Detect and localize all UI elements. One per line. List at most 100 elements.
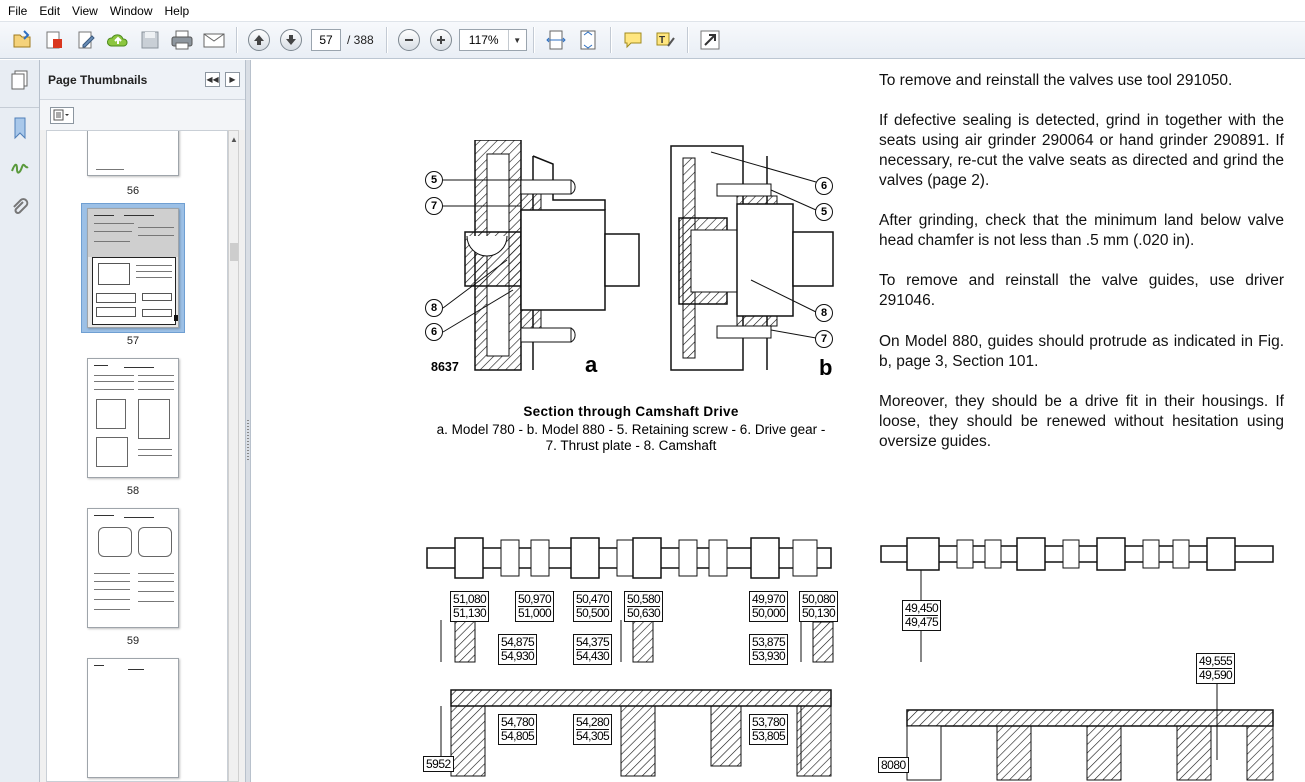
thumbnail-label: 59 — [126, 635, 140, 647]
paragraph: Moreover, they should be a drive fit in … — [879, 393, 1284, 450]
toolbar-separator — [385, 27, 387, 53]
expand-icon — [700, 30, 720, 50]
paragraph: After grinding, check that the minimum l… — [879, 212, 1284, 249]
menu-view[interactable]: View — [72, 3, 98, 18]
figure-caption: a. Model 780 - b. Model 880 - 5. Retaini… — [419, 422, 843, 454]
fit-width-icon — [545, 30, 566, 50]
signature-icon — [11, 163, 29, 174]
fit-page-button[interactable] — [573, 25, 603, 55]
figure-code: 8080 — [878, 757, 909, 773]
caption-line: a. Model 780 - b. Model 880 - 5. Retaini… — [436, 422, 826, 437]
fit-width-button[interactable] — [541, 25, 571, 55]
paragraph: To remove and reinstall the valves use t… — [879, 72, 1233, 89]
comment-button[interactable] — [618, 25, 648, 55]
save-button[interactable] — [135, 25, 165, 55]
thumbnails-panel: Page Thumbnails ◀◀ ▶ 56 — [40, 60, 245, 782]
fit-page-icon — [580, 30, 596, 50]
paragraph: If defective sealing is detected, grind … — [879, 112, 1284, 189]
edit-button[interactable] — [71, 25, 101, 55]
caption-line: 7. Thrust plate - 8. Camshaft — [545, 438, 717, 453]
upload-button[interactable] — [103, 25, 133, 55]
navigation-pane — [0, 60, 40, 782]
scroll-up-icon[interactable]: ▲ — [230, 135, 238, 144]
minus-icon — [397, 29, 420, 51]
print-button[interactable] — [167, 25, 197, 55]
cloud-upload-icon — [107, 34, 128, 47]
highlight-button[interactable]: T — [650, 25, 680, 55]
callout-5-b: 5 — [815, 203, 833, 221]
arrow-up-icon — [248, 29, 270, 51]
attachments-tab[interactable] — [0, 188, 40, 228]
highlight-text-icon: T — [656, 32, 675, 47]
arrow-down-icon — [280, 29, 302, 51]
thumbnail-label: 57 — [126, 335, 140, 347]
menu-edit[interactable]: Edit — [39, 3, 61, 18]
toolbar-separator — [236, 27, 237, 53]
chevron-down-icon[interactable]: ▼ — [507, 30, 526, 50]
callout-6-b: 6 — [815, 177, 833, 195]
thumbnail-page[interactable] — [87, 508, 179, 628]
open-folder-icon — [13, 30, 31, 48]
toolbar: 57 / 388 117% ▼ T — [0, 21, 1305, 59]
next-page-button[interactable] — [276, 25, 306, 55]
scrollbar-thumb[interactable] — [230, 243, 238, 261]
create-pdf-button[interactable] — [39, 25, 69, 55]
open-button[interactable] — [7, 25, 37, 55]
zoom-select[interactable]: 117% ▼ — [458, 29, 527, 51]
printer-icon — [171, 30, 193, 50]
menu-help[interactable]: Help — [164, 3, 190, 18]
zoom-out-button[interactable] — [394, 25, 424, 55]
thumbnails-header: Page Thumbnails ◀◀ ▶ — [40, 60, 245, 100]
thumbnail-page-current[interactable] — [87, 208, 179, 328]
camshaft-880-drawing — [880, 537, 1274, 781]
thumbnail-page[interactable] — [87, 358, 179, 478]
collapse-panel-button[interactable]: ◀◀ — [205, 72, 220, 87]
pages-icon — [11, 70, 28, 90]
signatures-tab[interactable] — [0, 148, 40, 188]
figure-code: 5952 — [423, 756, 454, 772]
figure-letter-a: a — [585, 352, 598, 377]
thumbnail-scrollbar[interactable]: ▲ — [228, 130, 239, 782]
zoom-in-button[interactable] — [426, 25, 456, 55]
thumbnails-options-bar — [40, 100, 245, 130]
callout-7-a: 7 — [425, 197, 443, 215]
full-screen-button[interactable] — [695, 25, 725, 55]
options-button[interactable] — [50, 106, 74, 124]
create-pdf-icon — [46, 31, 62, 49]
callout-5-a: 5 — [425, 171, 443, 189]
plus-icon — [429, 29, 452, 51]
menu-bar: File Edit View Window Help — [0, 0, 1305, 21]
panel-splitter[interactable] — [245, 60, 251, 782]
panel-menu-button[interactable]: ▶ — [225, 72, 240, 87]
page-thumbnails-tab[interactable] — [0, 60, 40, 100]
email-button[interactable] — [199, 25, 229, 55]
figure-code: 8637 — [431, 360, 459, 374]
menu-window[interactable]: Window — [109, 3, 153, 18]
save-disk-icon — [141, 31, 159, 49]
page-number-input[interactable]: 57 — [311, 29, 341, 51]
zoom-value: 117% — [468, 33, 499, 47]
envelope-icon — [203, 33, 225, 48]
toolbar-separator — [609, 27, 611, 53]
edit-pencil-icon — [78, 31, 95, 49]
callout-6-a: 6 — [425, 323, 443, 341]
bookmarks-tab[interactable] — [0, 108, 40, 148]
thumbnail-page[interactable] — [87, 658, 179, 778]
menu-file[interactable]: File — [8, 3, 28, 18]
list-options-icon — [53, 109, 69, 121]
svg-text:T: T — [659, 35, 665, 46]
thumbnail-page[interactable] — [87, 131, 179, 176]
previous-page-button[interactable] — [244, 25, 274, 55]
